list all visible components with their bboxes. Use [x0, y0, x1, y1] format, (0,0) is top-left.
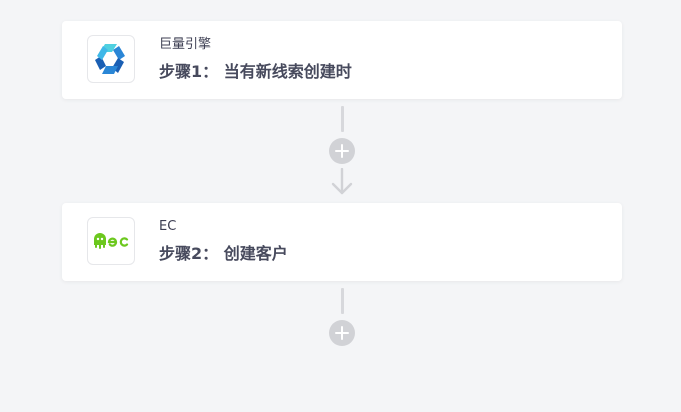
step-card-2[interactable]: EC 步骤2： 创建客户	[62, 203, 622, 281]
step-title: 步骤1： 当有新线索创建时	[159, 62, 352, 81]
step-title: 步骤2： 创建客户	[159, 244, 288, 263]
arrow-down-icon	[331, 168, 353, 195]
app-icon-juliang	[87, 35, 135, 83]
connector-line	[341, 288, 344, 314]
add-step-button[interactable]	[329, 320, 355, 346]
add-step-button[interactable]	[329, 138, 355, 164]
connector-line	[341, 106, 344, 132]
app-icon-ec	[87, 217, 135, 265]
app-name: 巨量引擎	[159, 37, 212, 52]
step-card-1[interactable]: 巨量引擎 步骤1： 当有新线索创建时	[62, 21, 622, 99]
app-name: EC	[159, 219, 177, 234]
juliang-engine-logo-icon	[95, 44, 125, 74]
ec-logo-icon	[94, 233, 129, 249]
